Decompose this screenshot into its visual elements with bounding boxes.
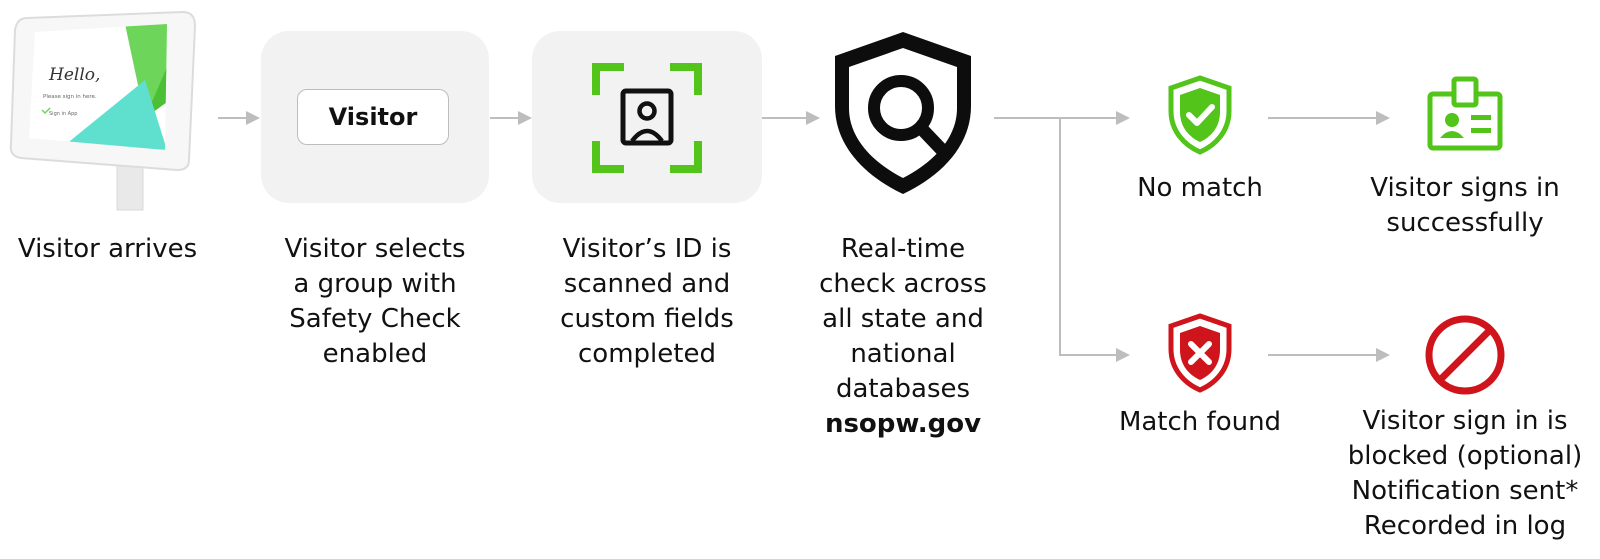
- step-arrive-text: Visitor arrives: [17, 234, 198, 264]
- kiosk-greeting: Hello,: [48, 65, 100, 85]
- step-check-line: all state and: [822, 304, 984, 334]
- step-scan-line: Visitor’s ID is: [562, 234, 732, 264]
- id-scan-icon: [592, 63, 702, 173]
- step-check-caption: Real-time check across all state and nat…: [783, 232, 1023, 442]
- step-check-line: databases: [835, 374, 971, 404]
- kiosk-subtitle: Please sign in here.: [43, 94, 97, 100]
- step-select-line: Safety Check: [289, 304, 461, 334]
- step-arrive-caption: Visitor arrives: [0, 232, 215, 267]
- match-result-line: Visitor sign in is: [1362, 406, 1568, 436]
- step-select-line: a group with: [293, 269, 457, 299]
- match-result-caption: Visitor sign in is blocked (optional) No…: [1335, 404, 1595, 544]
- shield-x-icon: [1168, 313, 1232, 393]
- step-select-line: Visitor selects: [284, 234, 466, 264]
- shield-search-icon: [835, 32, 971, 194]
- step-check-site: nsopw.gov: [824, 409, 982, 439]
- kiosk-signin: Sign in App: [49, 111, 77, 117]
- no-match-result-line: Visitor signs in: [1370, 173, 1560, 203]
- visitor-group-button[interactable]: Visitor: [297, 89, 449, 145]
- tablet-kiosk-icon: Hello, Please sign in here. Sign in App: [9, 10, 197, 211]
- step-check-line: check across: [819, 269, 987, 299]
- step-select-caption: Visitor selects a group with Safety Chec…: [255, 232, 495, 372]
- step-select-line: enabled: [322, 339, 428, 369]
- match-result-line: Notification sent*: [1351, 476, 1579, 506]
- step-scan-line: completed: [578, 339, 716, 369]
- step-scan-line: scanned and: [563, 269, 731, 299]
- match-found-label: Match found: [1118, 407, 1282, 437]
- match-result-line: blocked (optional): [1347, 441, 1583, 471]
- step-scan-caption: Visitor’s ID is scanned and custom field…: [527, 232, 767, 372]
- no-match-result-caption: Visitor signs in successfully: [1335, 171, 1595, 241]
- no-match-result-line: successfully: [1386, 208, 1544, 238]
- step-scan-line: custom fields: [560, 304, 734, 334]
- shield-check-icon: [1168, 75, 1232, 155]
- step-check-line: national: [850, 339, 956, 369]
- step-check-line: Real-time: [840, 234, 966, 264]
- match-result-line: Recorded in log: [1363, 511, 1567, 541]
- prohibited-icon: [1425, 315, 1505, 395]
- badge-icon: [1427, 76, 1503, 151]
- no-match-label: No match: [1137, 173, 1263, 203]
